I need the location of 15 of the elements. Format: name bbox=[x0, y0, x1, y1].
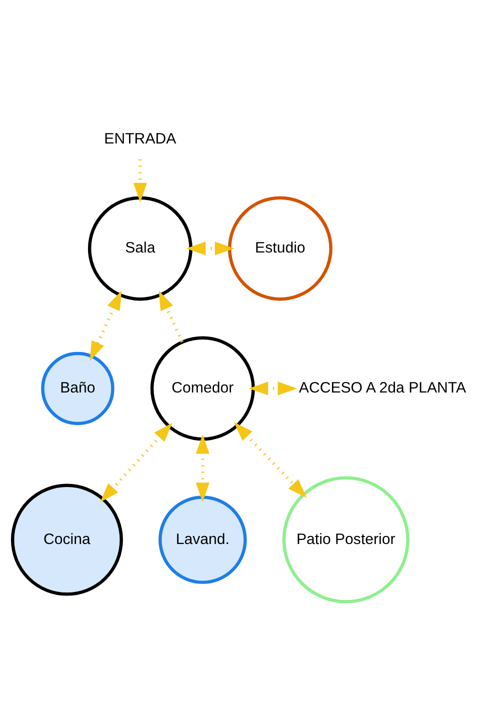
arrow bbox=[100, 422, 172, 502]
arrow bbox=[158, 290, 184, 343]
node-circle: Sala bbox=[88, 196, 192, 301]
node-circle: Lavand. bbox=[158, 496, 247, 584]
node-circle: Patio Posterior bbox=[282, 476, 410, 604]
arrow bbox=[234, 422, 307, 498]
arrow bbox=[90, 290, 122, 361]
node-circle: Estudio bbox=[228, 196, 332, 301]
arrow bbox=[248, 382, 298, 396]
arrow bbox=[196, 434, 210, 502]
node-circle: Baño bbox=[41, 352, 114, 426]
node-text: ENTRADA bbox=[104, 130, 176, 148]
arrow bbox=[186, 242, 234, 256]
node-text: ACCESO A 2da PLANTA bbox=[298, 379, 466, 396]
arrow bbox=[133, 159, 147, 202]
